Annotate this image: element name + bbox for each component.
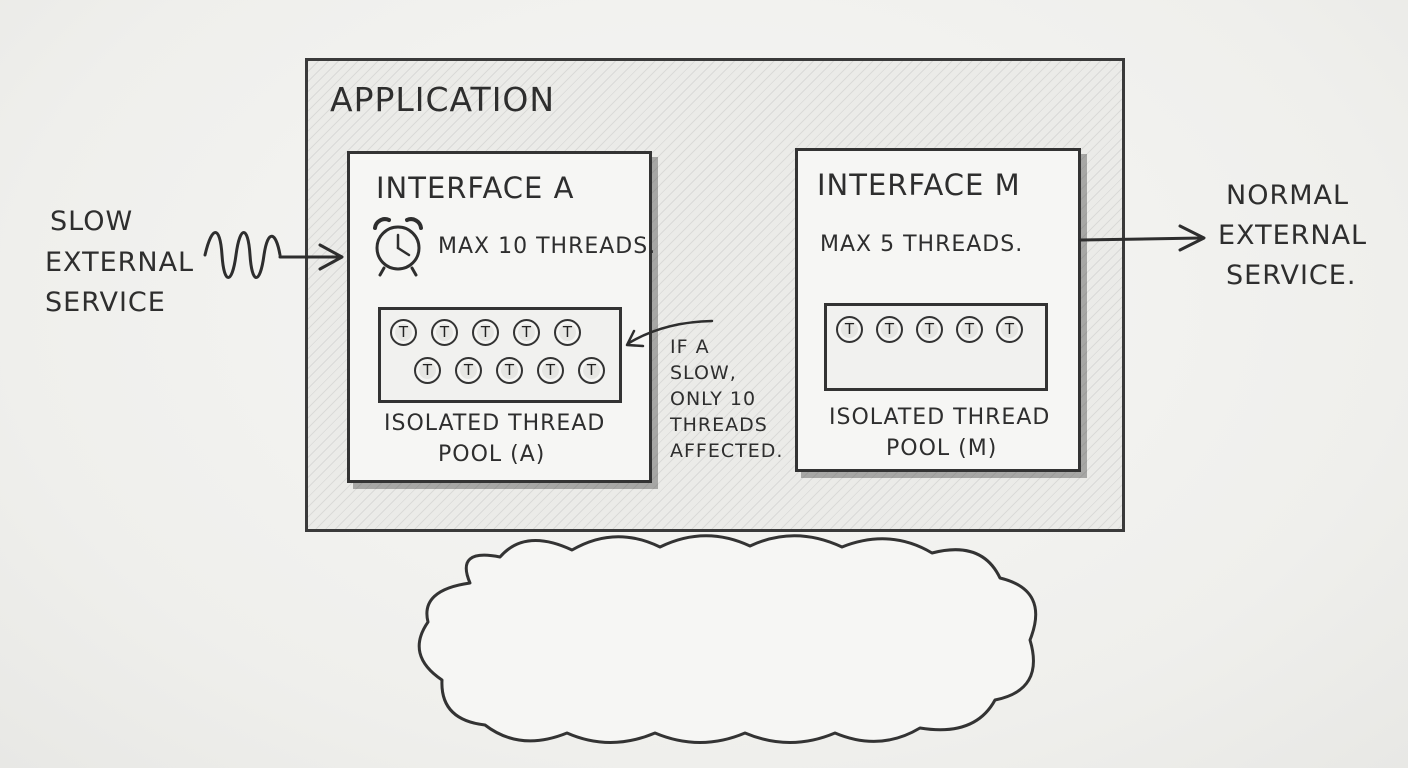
normal-service-line2: EXTERNAL <box>1218 220 1368 251</box>
interface-a-max-threads: MAX 10 THREADS. <box>438 234 657 259</box>
cloud-text-line1: 990 THREADS STILL AVAILABLE <box>473 598 923 629</box>
normal-service-line1: NORMAL <box>1226 180 1350 211</box>
interface-m-title: INTERFACE M <box>817 168 1021 202</box>
pool-a-thread-icon: T <box>472 319 499 346</box>
pool-a-thread-icon: T <box>578 357 605 384</box>
pool-a-thread-icon: T <box>537 357 564 384</box>
interface-m-max-threads: MAX 5 THREADS. <box>820 232 1024 257</box>
slow-service-line1: SLOW <box>50 206 134 237</box>
pool-m-thread-icon: T <box>956 316 983 343</box>
pool-a-thread-icon: T <box>496 357 523 384</box>
annotation-line3: ONLY 10 <box>670 388 757 410</box>
pool-a-thread-icon: T <box>390 319 417 346</box>
pool-a-thread-icon: T <box>554 319 581 346</box>
cloud-shape <box>417 534 1038 744</box>
annotation-line5: AFFECTED. <box>670 440 784 462</box>
pool-a-thread-icon: T <box>414 357 441 384</box>
application-label: APPLICATION <box>330 80 556 119</box>
annotation-line4: THREADS <box>670 414 768 436</box>
pool-m-thread-icon: T <box>876 316 903 343</box>
pool-a-thread-icon: T <box>431 319 458 346</box>
annotation-line2: SLOW, <box>670 362 737 384</box>
pool-m-label-line2: POOL (M) <box>886 436 998 461</box>
interface-a-title: INTERFACE A <box>376 171 575 205</box>
pool-a-label-line2: POOL (A) <box>438 442 546 467</box>
pool-m-thread-icon: T <box>916 316 943 343</box>
pool-m-thread-icon: T <box>836 316 863 343</box>
pool-a-thread-icon: T <box>513 319 540 346</box>
slow-service-line3: SERVICE <box>45 287 166 318</box>
thread-pool-a <box>378 307 622 403</box>
normal-service-line3: SERVICE. <box>1226 260 1357 291</box>
squiggle-wave-icon <box>203 231 282 279</box>
pool-m-label-line1: ISOLATED THREAD <box>829 405 1051 430</box>
slow-service-line2: EXTERNAL <box>45 247 195 278</box>
annotation-line1: IF A <box>670 336 710 358</box>
pool-a-thread-icon: T <box>455 357 482 384</box>
pool-a-label-line1: ISOLATED THREAD <box>384 411 606 436</box>
pool-m-thread-icon: T <box>996 316 1023 343</box>
cloud-text-line2: (FOR OTHER TASKS) <box>547 648 837 679</box>
